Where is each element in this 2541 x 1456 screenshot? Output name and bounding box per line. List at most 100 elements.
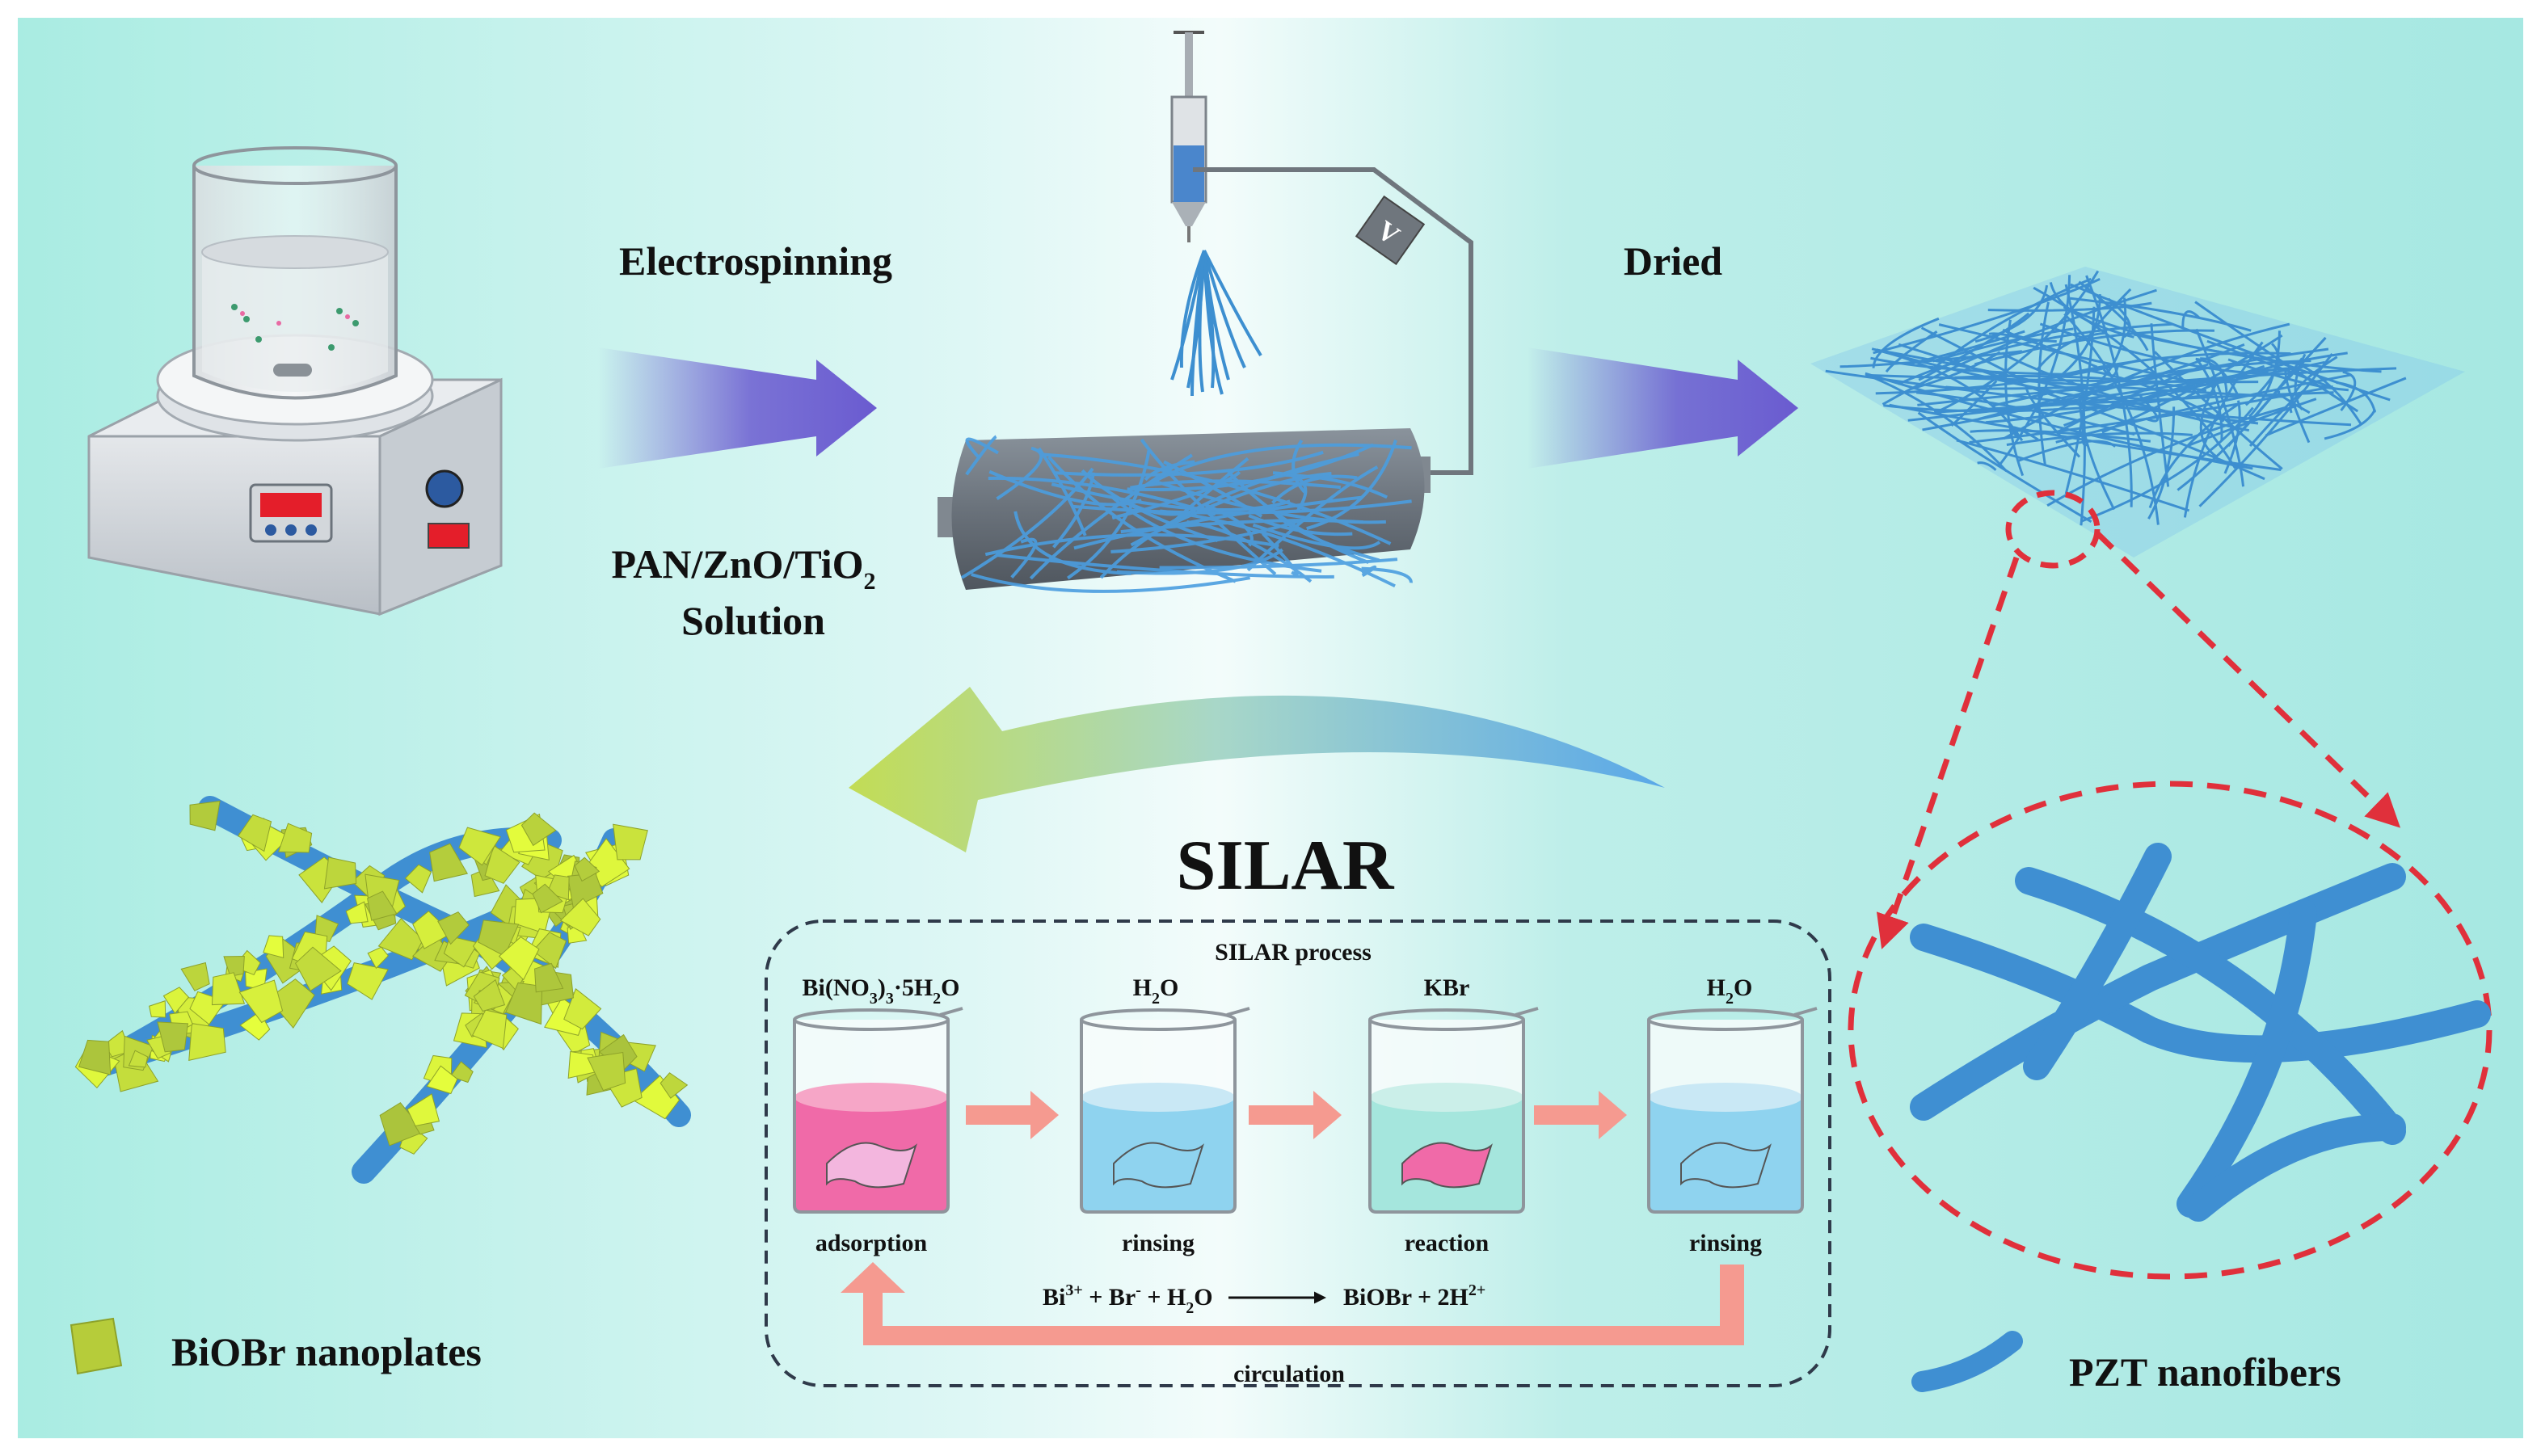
substrate-sheet <box>826 1142 917 1189</box>
mat-fiber-strand <box>1825 369 2352 427</box>
biobr-plate <box>426 1065 458 1095</box>
circulation-label: circulation <box>1233 1361 1345 1387</box>
mat-fiber-strand <box>2059 294 2101 377</box>
biobr-plate <box>407 1093 440 1127</box>
mat-fiber-strand <box>2181 351 2348 401</box>
mat-fiber-strand <box>1954 375 2207 393</box>
mat-fiber-strand <box>2070 297 2252 332</box>
biobr-plate <box>470 868 500 898</box>
substrate-sheet <box>1401 1142 1493 1189</box>
biobr-plate <box>377 918 424 961</box>
biobr-plate <box>587 1051 626 1092</box>
drum-fiber-strand <box>1252 523 1381 550</box>
mat-fiber-strand <box>2049 282 2134 339</box>
collector-drum <box>938 428 1431 593</box>
mat-fiber-strand <box>1917 411 2092 524</box>
biobr-plate <box>149 1000 166 1018</box>
biobr-plate <box>128 1050 149 1068</box>
drum-fiber-strand <box>1037 447 1087 537</box>
biobr-plate <box>162 987 190 1015</box>
mat-fiber-strand <box>2078 280 2149 351</box>
mat-fiber-strand <box>2085 275 2133 507</box>
pzt-legend-label: PZT nanofibers <box>2069 1349 2341 1395</box>
biobr-plate <box>559 898 601 936</box>
biobr-plate <box>443 936 479 968</box>
mat-fiber-strand <box>1974 329 2214 366</box>
drum-fiber-strand <box>1067 450 1151 580</box>
flow-arrows <box>966 1091 1627 1139</box>
biobr-plate <box>237 814 272 852</box>
drum-fiber-strand <box>988 476 1216 516</box>
silar-process-title: SILAR process <box>1215 939 1372 966</box>
biobr-plate <box>367 890 398 921</box>
mat-fiber-strand <box>2064 284 2086 526</box>
mat-fiber-strand <box>1987 301 2152 312</box>
biobr-plate <box>157 1021 189 1053</box>
mat-fiber-strand <box>1885 330 1938 373</box>
drum-fiber-strand <box>1361 566 1413 583</box>
return-curved-arrow <box>849 687 1665 852</box>
zoom-line-right <box>2095 531 2401 828</box>
substrate-sheet <box>1680 1142 1772 1189</box>
stirrer-switch <box>428 523 470 549</box>
mat-fiber-strand <box>2133 333 2382 373</box>
biobr-coated-fibers <box>74 796 691 1184</box>
pzt-legend-icon <box>1911 1331 2023 1392</box>
biobr-plate <box>78 1039 112 1075</box>
biobr-plate <box>532 883 563 914</box>
beaker-3-caption: reaction <box>1405 1230 1490 1256</box>
mat-fiber-strand <box>2181 310 2201 330</box>
mat-fiber-strand <box>1898 322 2172 385</box>
drum-fiber-strand <box>1140 438 1277 576</box>
mat-fiber-strand <box>2096 297 2127 385</box>
biobr-plate <box>278 823 313 853</box>
drum-fiber-strand <box>1010 537 1038 579</box>
mat-fiber-strand <box>1883 393 2217 413</box>
drum-fiber-strand <box>1203 503 1254 547</box>
silar-process-box <box>765 919 1831 1387</box>
biobr-plate <box>429 843 469 882</box>
mat-fiber-strand <box>2265 377 2407 437</box>
biobr-plate <box>613 823 648 861</box>
silar-beaker-1 <box>793 1007 963 1214</box>
mat-fiber-strand <box>1956 439 2190 512</box>
mat-fiber-strand <box>1907 376 2223 422</box>
mat-fiber-strand <box>1974 284 2049 343</box>
biobr-plate <box>520 812 557 847</box>
chemical-equation-products: BiOBr + 2H2+ <box>1343 1281 1485 1311</box>
drum-fiber-strand <box>1163 460 1263 518</box>
mat-fiber-strand <box>1992 360 2325 410</box>
biobr-plate <box>180 962 210 991</box>
biobr-plate <box>473 978 506 1012</box>
biobr-plate <box>294 946 342 991</box>
drum-fiber-strand <box>1271 474 1358 504</box>
mat-fiber-strand <box>2153 351 2283 470</box>
silar-title: SILAR <box>1177 827 1395 905</box>
mat-fiber-strand <box>1872 317 1940 368</box>
drum-fiber-strand <box>1227 470 1370 565</box>
mat-fiber-strand <box>2195 357 2240 398</box>
biobr-plate <box>505 982 543 1025</box>
biobr-plate <box>498 936 540 981</box>
mat-fiber-strand <box>2070 283 2391 402</box>
solution-label-line1: PAN/ZnO/TiO2 <box>611 541 875 595</box>
mat-fiber-strand <box>2148 402 2240 508</box>
drum-fiber-strand <box>965 437 999 459</box>
biobr-plate <box>323 856 357 890</box>
drum-fiber-strand <box>1262 532 1299 576</box>
voltage-source <box>1355 195 1426 266</box>
biobr-plate <box>574 856 600 882</box>
silar-beaker-3 <box>1368 1007 1539 1214</box>
mat-fiber-strand <box>2199 380 2219 459</box>
biobr-plate <box>238 979 284 1024</box>
mat-fiber-strand <box>1970 429 2151 443</box>
drum-fiber-strand <box>1159 558 1398 570</box>
fiber-jet <box>1170 250 1262 397</box>
drum-fiber-strand <box>1072 499 1412 515</box>
mat-fiber-strand <box>2002 328 2057 343</box>
biobr-plate <box>223 956 245 977</box>
mat-fiber-strand <box>2324 409 2377 440</box>
mat-fiber-strand <box>2185 398 2317 448</box>
mat-fiber-strand <box>2223 400 2241 474</box>
